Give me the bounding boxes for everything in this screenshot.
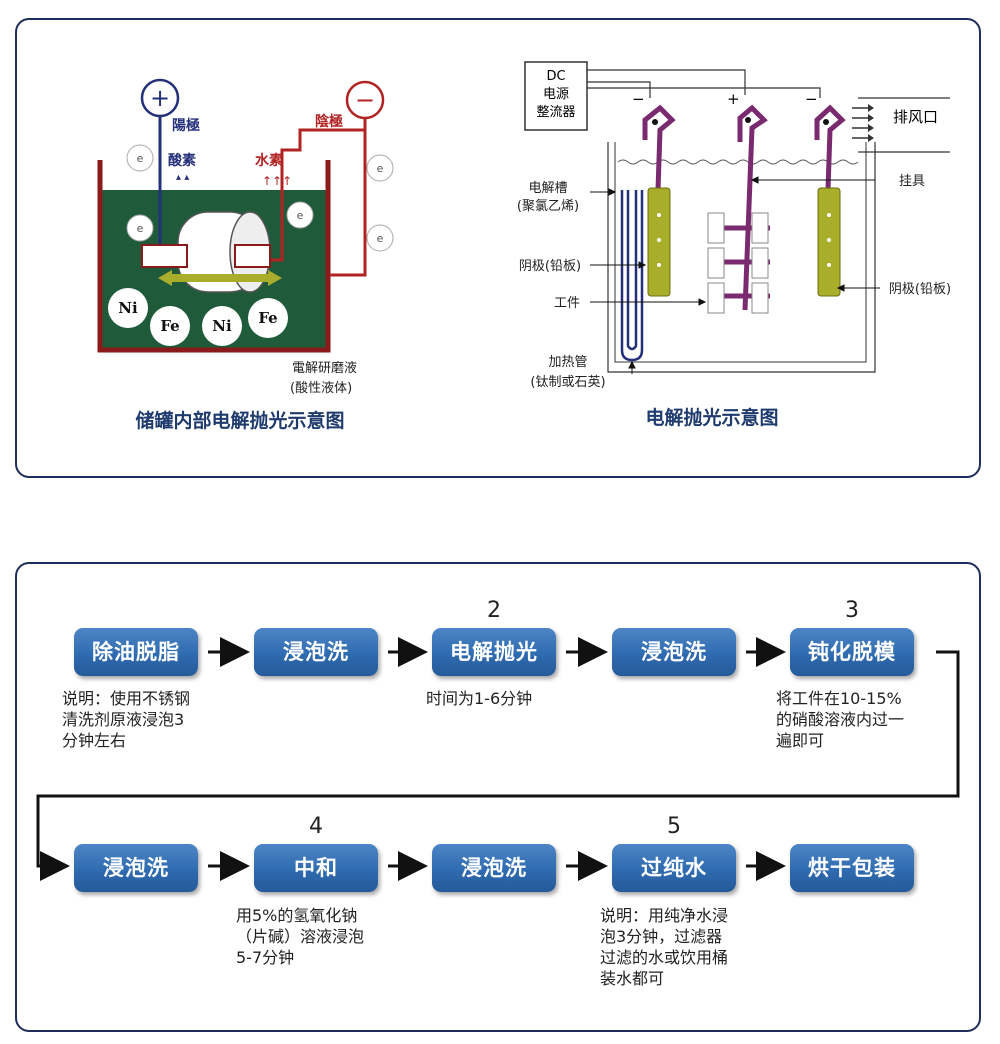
note-electropolish: 时间为1-6分钟 xyxy=(426,689,533,708)
ion-fe-2: Fe xyxy=(258,309,277,327)
svg-text:e: e xyxy=(377,232,384,245)
minus-sign: − xyxy=(355,86,375,114)
step-number-5: 5 xyxy=(667,814,681,839)
step-number-4: 4 xyxy=(309,814,323,839)
svg-text:↑↑↑: ↑↑↑ xyxy=(262,174,292,188)
ion-ni-1: Ni xyxy=(118,299,138,317)
cathode-right-label: 阴极(铅板) xyxy=(889,282,951,297)
tank-label-1: 电解槽 xyxy=(528,181,567,196)
plus-sign: + xyxy=(150,84,170,112)
heater-label-2: (钛制或石英) xyxy=(530,375,605,390)
liquid-surface xyxy=(617,159,859,165)
step-rinse-4: 浸泡洗 xyxy=(432,844,556,892)
svg-text:DC: DC xyxy=(546,69,565,84)
electrolyte-label-2: (酸性液体) xyxy=(290,381,352,396)
svg-text:e: e xyxy=(137,222,144,235)
cathode-wire xyxy=(268,118,367,277)
anode-label: 陽極 xyxy=(172,117,200,134)
svg-text:e: e xyxy=(297,209,304,222)
flow-arrows xyxy=(36,637,960,881)
electrolyte-label-1: 電解研磨液 xyxy=(292,361,357,376)
hydrogen-label: 水素 xyxy=(255,152,283,169)
step-number-2: 2 xyxy=(487,598,501,623)
svg-text:▴ ▴: ▴ ▴ xyxy=(176,172,189,183)
step-dry-pack: 烘干包装 xyxy=(790,844,914,892)
step-neutralize: 中和 xyxy=(254,844,378,892)
svg-text:−: − xyxy=(805,90,818,108)
heater-tube xyxy=(620,190,644,362)
ion-fe-1: Fe xyxy=(160,317,179,335)
workpieces xyxy=(707,212,769,314)
tank-electropolishing-diagram: + 陽極 − 陰極 酸素 ▴ ▴ 水素 ↑↑↑ e e e e xyxy=(97,78,394,432)
electropolishing-tank-diagram: DC 电源 整流器 − + − 排风口 xyxy=(517,61,951,429)
hanger-label: 挂具 xyxy=(899,174,925,189)
step-rinse-2: 浸泡洗 xyxy=(612,628,736,676)
svg-text:e: e xyxy=(377,162,384,175)
note-pure-water: 说明：用纯净水浸 泡3分钟，过滤器 过滤的水或饮用桶 装水都可 xyxy=(600,906,729,988)
svg-text:e: e xyxy=(137,152,144,165)
tank-label-2: (聚氯乙烯) xyxy=(517,199,579,214)
note-neutralize: 用5%的氢氧化钠 （片碱）溶液浸泡 5-7分钟 xyxy=(236,906,365,967)
step-degrease: 除油脱脂 xyxy=(74,628,198,676)
electron-markers: e e e e e xyxy=(126,144,394,252)
left-diagram-caption: 储罐内部电解抛光示意图 xyxy=(135,409,344,432)
right-diagram-caption: 电解抛光示意图 xyxy=(645,406,778,429)
cathode-label: 陰極 xyxy=(315,113,343,130)
svg-text:整流器: 整流器 xyxy=(536,105,575,120)
step-rinse-3: 浸泡洗 xyxy=(74,844,198,892)
step-electropolish: 电解抛光 xyxy=(432,628,556,676)
hangers xyxy=(642,104,846,311)
tank-wall xyxy=(97,160,331,353)
step-passivation: 钝化脱模 xyxy=(790,628,914,676)
note-passivation: 将工件在10-15% 的硝酸溶液内过一 遍即可 xyxy=(776,689,905,750)
metal-ions: Ni Fe Ni Fe xyxy=(108,288,288,346)
exhaust-label: 排风口 xyxy=(893,108,938,126)
electropolishing-diagrams: + 陽極 − 陰極 酸素 ▴ ▴ 水素 ↑↑↑ e e e e xyxy=(97,61,951,432)
cathode-left-label: 阴极(铅板) xyxy=(519,259,581,274)
ion-ni-2: Ni xyxy=(212,317,232,335)
row-connector xyxy=(36,650,960,881)
workpiece-label: 工件 xyxy=(554,296,580,311)
tank-outline xyxy=(607,142,876,373)
svg-text:+: + xyxy=(727,90,740,108)
svg-text:−: − xyxy=(632,90,645,108)
oxygen-label: 酸素 xyxy=(168,152,196,169)
step-pure-water: 过纯水 xyxy=(612,844,736,892)
note-degrease: 说明：使用不锈钢 清洗剂原液浸泡3 分钟左右 xyxy=(62,689,191,750)
step-rinse-1: 浸泡洗 xyxy=(254,628,378,676)
svg-text:电源: 电源 xyxy=(543,87,569,102)
power-box xyxy=(524,61,588,131)
step-number-3: 3 xyxy=(845,598,859,623)
heater-label-1: 加热管 xyxy=(548,355,587,370)
